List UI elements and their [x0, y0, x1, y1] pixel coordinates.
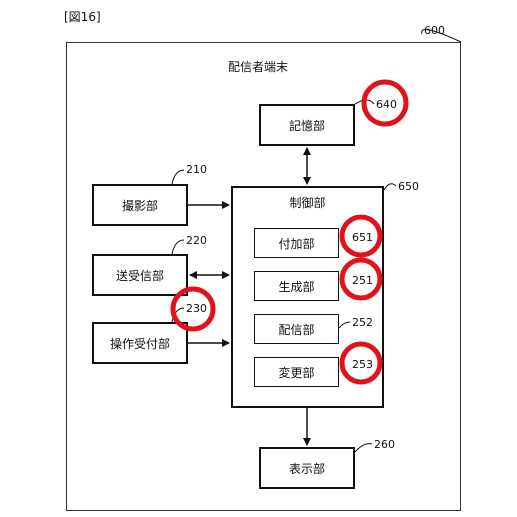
transceiver-ref: 220: [186, 234, 207, 247]
storage-box: 記憶部: [259, 104, 355, 146]
control-ref: 650: [398, 180, 419, 193]
operation-ref: 230: [186, 302, 207, 315]
display-box: 表示部: [259, 447, 355, 489]
highlight-circle-640: [361, 79, 409, 127]
camera-ref-leader: [171, 169, 185, 185]
adder-ref: 651: [352, 231, 373, 244]
distributor-ref-leader: [338, 321, 351, 329]
highlight-circle-230: [170, 286, 216, 332]
figure-label: [図16]: [64, 10, 101, 24]
storage-ref: 640: [376, 98, 397, 111]
storage-label: 記憶部: [288, 118, 325, 133]
operation-box: 操作受付部: [92, 322, 188, 364]
camera-label: 撮影部: [121, 198, 158, 213]
distributor-box: 配信部: [254, 314, 339, 344]
frame-ref-leader: [421, 29, 462, 43]
transceiver-box: 送受信部: [92, 254, 188, 296]
generator-ref: 251: [352, 274, 373, 287]
highlight-circle-651: [339, 214, 383, 258]
display-label: 表示部: [288, 461, 325, 476]
camera-box: 撮影部: [92, 184, 188, 226]
terminal-frame: [66, 42, 461, 511]
terminal-title: 配信者端末: [228, 60, 289, 74]
changer-ref: 253: [352, 358, 373, 371]
transceiver-label: 送受信部: [115, 268, 164, 283]
display-ref: 260: [374, 438, 395, 451]
camera-ref: 210: [186, 163, 207, 176]
terminal-ref: 600: [424, 24, 445, 37]
operation-ref-leader: [171, 307, 185, 323]
highlight-circle-253: [339, 341, 383, 385]
adder-label: 付加部: [278, 236, 315, 251]
changer-box: 変更部: [254, 357, 339, 387]
generator-box: 生成部: [254, 271, 339, 301]
transceiver-ref-leader: [171, 239, 185, 255]
distributor-label: 配信部: [278, 322, 315, 337]
display-ref-leader: [354, 443, 373, 453]
generator-label: 生成部: [278, 279, 315, 294]
control-ref-leader: [383, 183, 397, 191]
operation-label: 操作受付部: [109, 336, 170, 351]
changer-label: 変更部: [278, 365, 315, 380]
distributor-ref: 252: [352, 316, 373, 329]
adder-box: 付加部: [254, 228, 339, 258]
control-label: 制御部: [289, 196, 326, 210]
highlight-circle-251: [339, 257, 383, 301]
